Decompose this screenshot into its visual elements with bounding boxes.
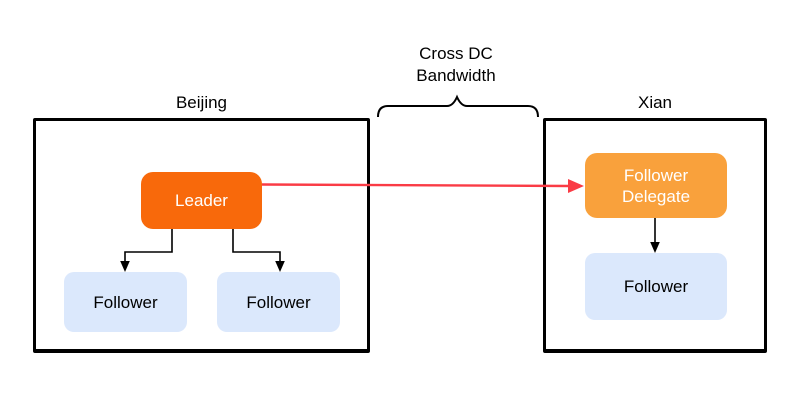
beijing-datacenter-label: Beijing bbox=[175, 93, 228, 112]
beijing-follower-right-node: Follower bbox=[217, 272, 340, 332]
leader-node: Leader bbox=[141, 172, 262, 229]
xian-follower-node: Follower bbox=[585, 253, 727, 320]
cross-dc-bandwidth-label: Cross DC Bandwidth bbox=[416, 44, 496, 85]
bandwidth-brace bbox=[377, 94, 539, 118]
xian-datacenter-label: Xian bbox=[637, 93, 673, 112]
follower-delegate-node: Follower Delegate bbox=[585, 153, 727, 218]
beijing-follower-left-node: Follower bbox=[64, 272, 187, 332]
